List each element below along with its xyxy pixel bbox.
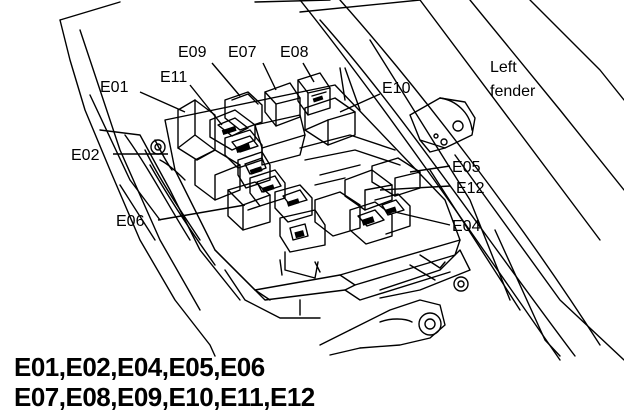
caption-line-2: E07,E08,E09,E10,E11,E12 (14, 382, 315, 412)
leader-e04 (394, 211, 451, 226)
label-e06: E06 (116, 213, 145, 230)
label-e05: E05 (452, 159, 481, 176)
leader-e11 (189, 84, 223, 126)
label-e09: E09 (178, 44, 207, 61)
leader-e10 (339, 93, 381, 113)
fender-panel (59, 0, 624, 361)
label-left-fender-line1: Left (490, 59, 517, 76)
label-e12: E12 (456, 180, 485, 197)
leader-e05 (409, 165, 451, 173)
leader-e09 (211, 62, 241, 97)
leader-e01 (139, 91, 186, 113)
leader-e07 (262, 62, 277, 91)
leader-e12 (379, 185, 451, 191)
callout-labels: E09 E07 E08 E01 E11 E10 E02 E05 E12 E06 … (71, 44, 536, 235)
caption-line-1: E01,E02,E04,E05,E06 (14, 352, 265, 382)
label-e10: E10 (382, 80, 411, 97)
leader-lines (113, 62, 451, 226)
connector-details (221, 95, 397, 239)
wire-harness (154, 134, 401, 186)
connector-e04 (314, 191, 411, 245)
connector-e02 (224, 129, 286, 207)
grommet (453, 276, 469, 292)
label-left-fender-line2: fender (490, 83, 536, 100)
fender-connector (409, 97, 476, 153)
lower-bracket (319, 299, 446, 356)
relay-box-base (164, 84, 471, 319)
connector-e10 (304, 67, 361, 146)
leader-e06 (157, 204, 246, 221)
connector-e09 (224, 91, 263, 131)
connector-e08 (297, 72, 331, 116)
chassis-outline (59, 19, 241, 357)
label-e04: E04 (452, 218, 481, 235)
label-e11: E11 (160, 69, 187, 86)
label-e01: E01 (100, 79, 129, 96)
leader-e08 (302, 62, 315, 83)
label-e02: E02 (71, 147, 100, 164)
label-e07: E07 (228, 44, 257, 61)
label-e08: E08 (280, 44, 309, 61)
